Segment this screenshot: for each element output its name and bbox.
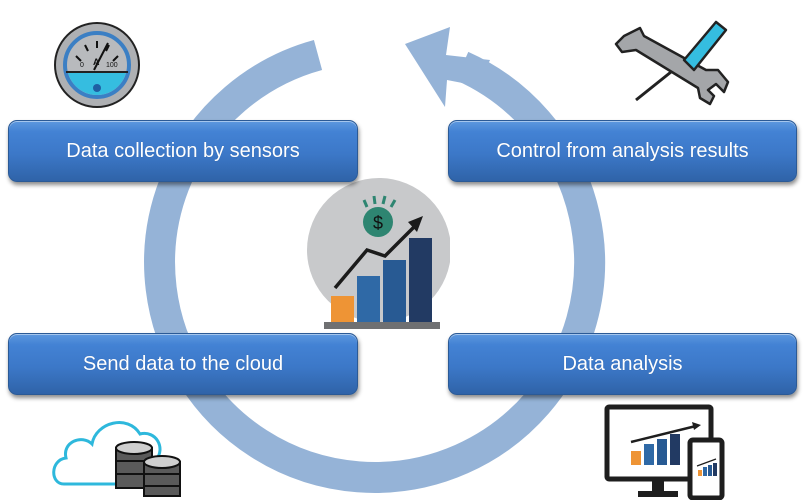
bar-2 [357,276,380,322]
cloud-database-icon [52,421,181,497]
gauge-unit-label: A [93,57,100,67]
bar-4 [409,238,432,322]
step-label: Send data to the cloud [82,352,284,375]
bar-3 [383,260,406,322]
step-control-from-analysis[interactable]: Control from analysis results [448,120,797,182]
wrench-screwdriver-icon [614,20,730,106]
ammeter-gauge-icon: 0 A 100 [54,22,140,108]
monitor-phone-chart-icon [604,404,725,500]
step-label: Data collection by sensors [66,139,300,162]
step-data-analysis[interactable]: Data analysis [448,333,797,395]
cycle-arrowhead [405,27,490,107]
coin-dollar-symbol: $ [373,213,383,233]
step-send-to-cloud[interactable]: Send data to the cloud [8,333,358,395]
step-label: Data analysis [562,352,683,375]
bar-1 [331,296,354,322]
gauge-max-label: 100 [106,62,118,69]
step-label: Control from analysis results [496,139,749,162]
database-stack-2 [143,455,181,497]
gauge-min-label: 0 [80,62,84,69]
chart-baseline [324,322,440,329]
growth-chart-dollar-icon: $ [307,178,450,329]
step-data-collection[interactable]: Data collection by sensors [8,120,358,182]
